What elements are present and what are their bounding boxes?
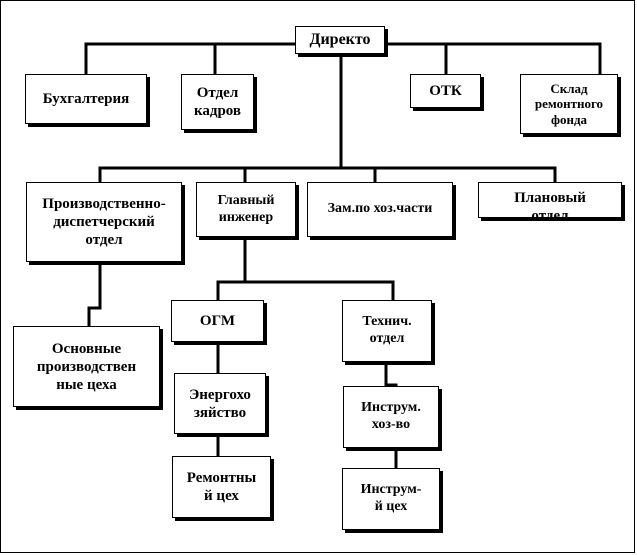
- ogm-label: ОГМ: [199, 313, 236, 329]
- otk-label: ОТК: [429, 83, 462, 99]
- hr-label: Отдел кадров: [193, 85, 242, 119]
- hr-box: Отдел кадров: [181, 74, 254, 130]
- connector-production-to-shops: [87, 261, 102, 328]
- energy-label: Энергохо зяйство: [189, 386, 251, 421]
- accounting-label: Бухгалтерия: [42, 91, 130, 107]
- tool-economy-label: Инструм. хоз-во: [361, 400, 421, 432]
- planning-label: Плановый отдел: [514, 190, 586, 218]
- warehouse-label: Склад ремонтного фонда: [534, 80, 604, 127]
- tool-shop-box: Инструм- й цех: [342, 468, 440, 530]
- repair-shop-label: Ремонтны й цех: [186, 470, 257, 504]
- tech-dept-label: Технич. отдел: [362, 314, 412, 346]
- director-box: Директо: [295, 26, 385, 54]
- production-dispatch-box: Производственно- диспетчерский отдел: [26, 182, 182, 262]
- ogm-box: ОГМ: [171, 300, 264, 342]
- main-shops-label: Основные производствен ные цеха: [36, 340, 137, 393]
- planning-box: Плановый отдел: [478, 182, 622, 218]
- energy-box: Энергохо зяйство: [174, 373, 266, 434]
- deputy-admin-box: Зам.по хоз.части: [307, 182, 453, 237]
- repair-shop-box: Ремонтны й цех: [172, 456, 271, 518]
- accounting-box: Бухгалтерия: [25, 74, 147, 124]
- chief-engineer-box: Главный инженер: [196, 182, 296, 237]
- chief-engineer-label: Главный инженер: [217, 192, 275, 225]
- director-label: Директо: [309, 31, 371, 49]
- main-shops-box: Основные производствен ные цеха: [13, 326, 160, 407]
- production-dispatch-label: Производственно- диспетчерский отдел: [42, 196, 166, 248]
- connector-tech-tools: [384, 360, 398, 388]
- deputy-admin-label: Зам.по хоз.части: [327, 201, 433, 217]
- otk-box: ОТК: [410, 74, 481, 108]
- tech-dept-box: Технич. отдел: [342, 300, 432, 362]
- warehouse-box: Склад ремонтного фонда: [520, 74, 618, 134]
- tool-shop-label: Инструм- й цех: [360, 482, 422, 514]
- tool-economy-box: Инструм. хоз-во: [343, 386, 439, 448]
